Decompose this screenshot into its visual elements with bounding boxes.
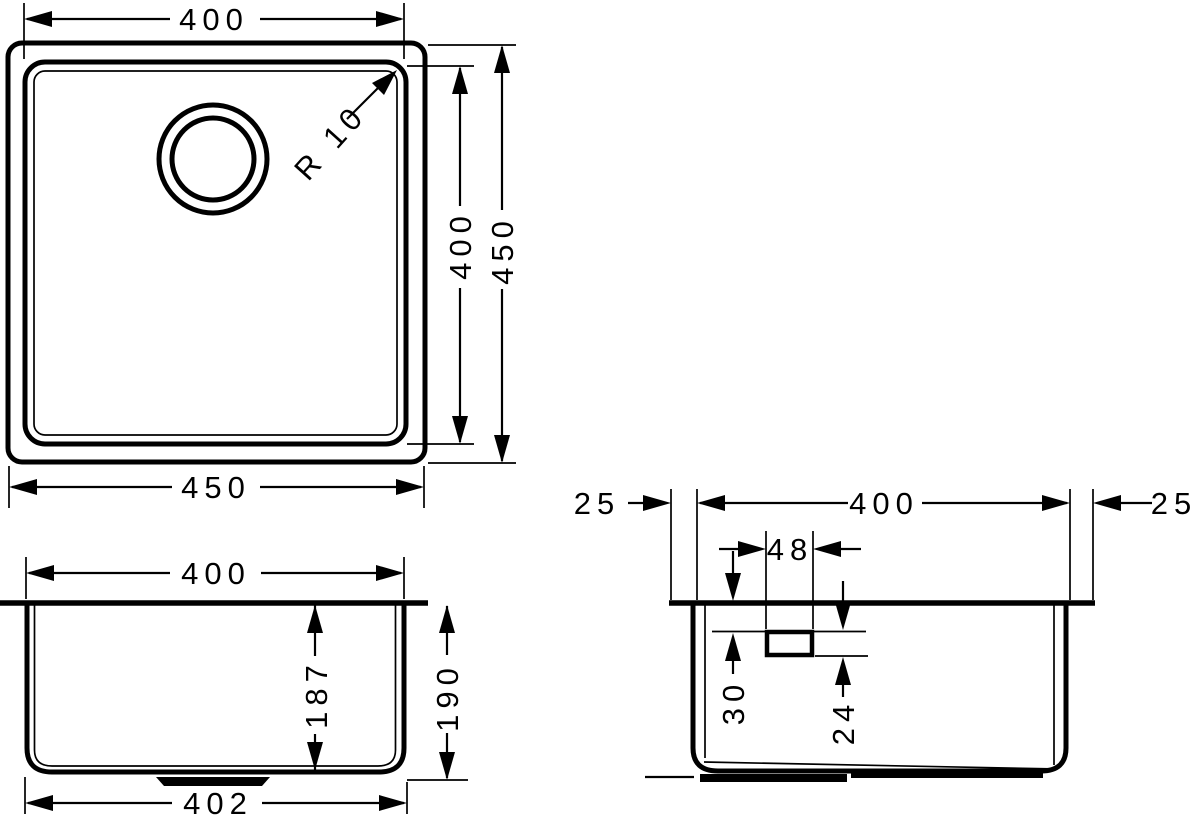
- plan-outer-rim-outline: [5, 40, 428, 465]
- arrowhead-up: [725, 633, 741, 661]
- dim-side-bowl-width: 400: [697, 486, 1070, 521]
- side-drain-bar-right: [851, 770, 1043, 778]
- front-bowl-inner-edge: [33, 601, 397, 767]
- dim-front-base-width: 402: [24, 777, 408, 821]
- dim-text-front-bowl-depth: 187: [299, 659, 334, 729]
- arrowhead-left: [9, 479, 37, 495]
- arrowhead-down: [725, 573, 741, 601]
- arrowhead-right: [643, 495, 671, 511]
- side-view: 25 400 25 48: [574, 486, 1197, 782]
- dim-side-overflow-height: 24: [826, 581, 861, 745]
- arrowhead-left: [697, 495, 725, 511]
- drain-outer-circle: [156, 102, 270, 216]
- arrowhead-up: [835, 657, 851, 685]
- drain-inner-circle: [169, 115, 257, 203]
- arrowhead-down: [494, 435, 510, 463]
- plan-view: 400 R 10 400 450: [5, 2, 520, 508]
- dim-text-plan-outer-height: 450: [485, 215, 520, 285]
- dim-side-rim-right: 25: [1093, 486, 1197, 521]
- overflow-cutout: [764, 629, 815, 658]
- arrowhead-right: [738, 541, 766, 557]
- dim-text-front-base-width: 402: [183, 786, 253, 821]
- dim-text-side-overflow-width: 48: [767, 532, 813, 567]
- dim-plan-outer-height: 450: [428, 44, 520, 464]
- arrowhead-left: [26, 565, 54, 581]
- arrowhead-left: [24, 11, 52, 27]
- arrowhead-right: [1042, 495, 1070, 511]
- dim-front-overall-depth: 190: [407, 605, 468, 781]
- dim-text-plan-bowl-width: 400: [179, 2, 249, 37]
- arrowhead-right: [379, 795, 407, 811]
- plan-bowl-inner-edge: [33, 70, 398, 436]
- arrowhead-up: [307, 605, 323, 633]
- arrowhead-up: [452, 66, 468, 94]
- dim-plan-bowl-height: 400: [407, 65, 478, 445]
- dim-front-bowl-depth: 187: [299, 605, 334, 770]
- dim-text-plan-bowl-height: 400: [443, 210, 478, 280]
- dim-plan-bowl-width: 400: [23, 2, 405, 59]
- dim-text-plan-outer-width: 450: [181, 470, 251, 505]
- arrowhead-up: [494, 45, 510, 73]
- arrowhead-down: [307, 742, 323, 770]
- plan-bowl-outline: [22, 59, 409, 447]
- arrowhead-down: [439, 752, 455, 780]
- arrowhead-up: [439, 605, 455, 633]
- front-drain-boss: [156, 777, 270, 786]
- dim-side-rim-left: 25: [574, 486, 671, 521]
- arrowhead-right: [376, 565, 404, 581]
- arrowhead-left: [25, 795, 53, 811]
- dim-text-side-rim-left: 25: [574, 486, 620, 521]
- dim-text-side-overflow-offset: 30: [716, 679, 751, 725]
- arrowhead-down: [835, 602, 851, 630]
- arrowhead-right: [376, 11, 404, 27]
- dim-text-front-bowl-width: 400: [181, 556, 251, 591]
- front-view: 400 187 190 402: [0, 556, 468, 821]
- dim-text-corner-radius: R 10: [287, 97, 373, 187]
- dim-text-front-overall-depth: 190: [430, 662, 465, 732]
- side-bowl-bottom-slope-line: [703, 761, 1058, 770]
- leader-arrowhead: [372, 70, 397, 95]
- dim-side-overflow-offset: 30: [716, 551, 751, 725]
- dim-text-side-overflow-height: 24: [826, 699, 861, 745]
- dim-plan-corner-radius: R 10: [287, 70, 397, 187]
- dim-front-bowl-width: 400: [25, 556, 405, 599]
- dim-text-side-bowl-width: 400: [849, 486, 919, 521]
- arrowhead-left: [813, 541, 841, 557]
- dim-plan-outer-width: 450: [8, 466, 425, 508]
- dim-side-overflow-width: 48: [719, 531, 861, 629]
- arrowhead-down: [452, 416, 468, 444]
- front-shell-outline: [24, 601, 407, 775]
- leader-line: [346, 83, 383, 120]
- arrowhead-left: [1093, 495, 1121, 511]
- arrowhead-right: [396, 479, 424, 495]
- dim-text-side-rim-right: 25: [1151, 486, 1197, 521]
- side-drain-bar-left: [700, 774, 847, 782]
